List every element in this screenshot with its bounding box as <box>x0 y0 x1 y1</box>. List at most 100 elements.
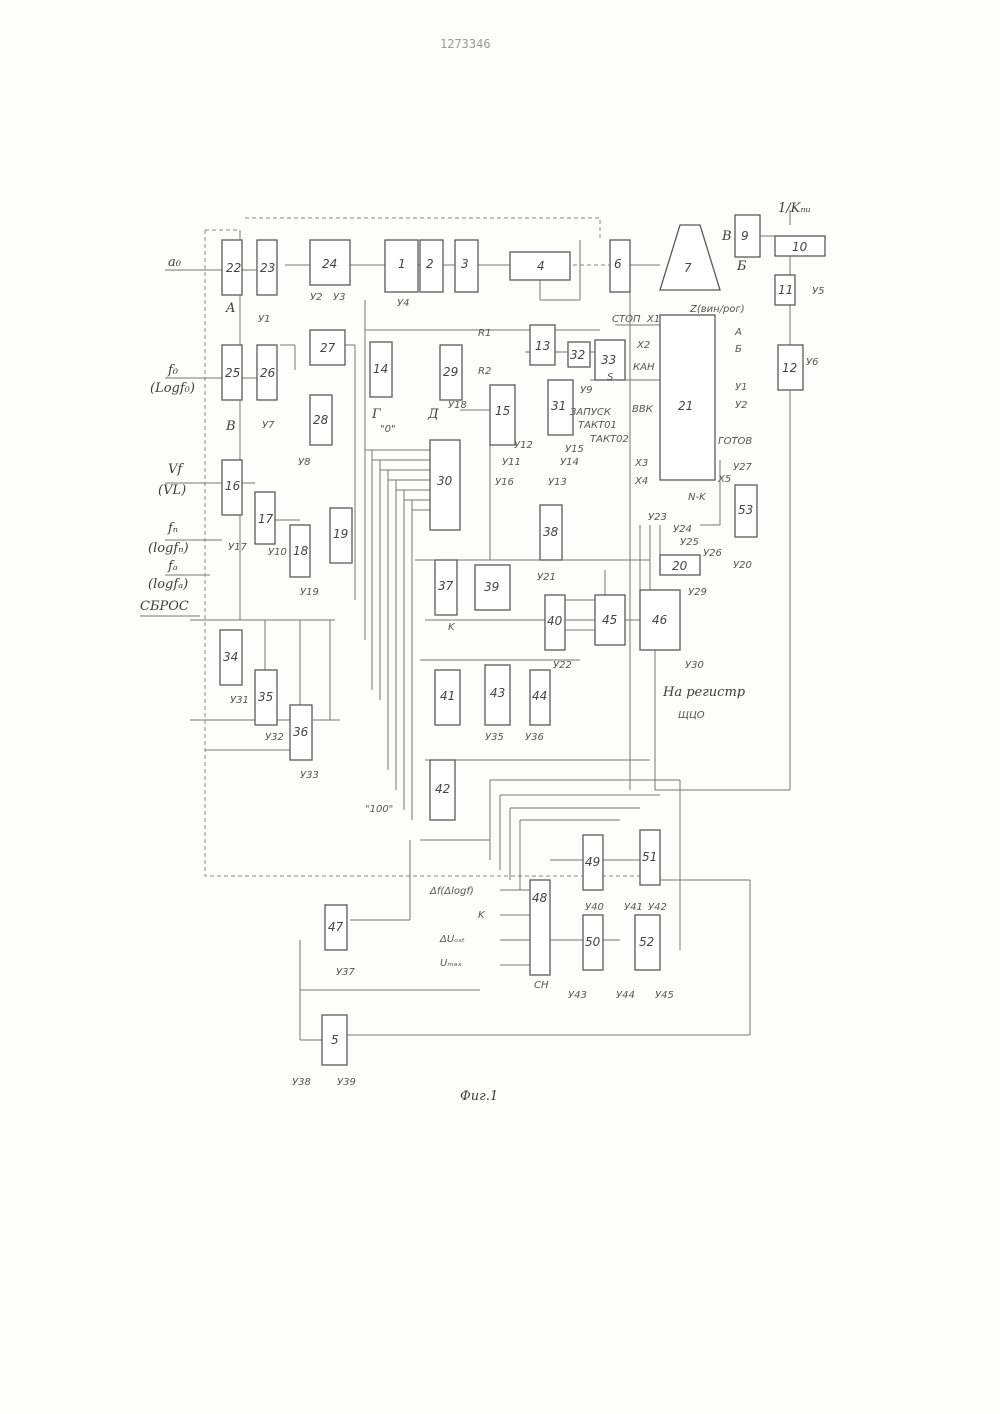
block-27-label: 27 <box>320 341 336 355</box>
block-16-label: 16 <box>225 479 241 493</box>
block-40-label: 40 <box>547 614 563 628</box>
block-13-label: 13 <box>535 339 550 353</box>
block-20-label: 20 <box>672 559 688 573</box>
block-41-label: 41 <box>440 689 455 703</box>
port-zapusk: ЗАПУСК <box>570 407 612 418</box>
block-14-label: 14 <box>373 362 388 376</box>
ctrl-u30: У30 <box>685 660 704 671</box>
ctrl-u45: У45 <box>655 990 674 1001</box>
block-1-label: 1 <box>398 257 406 271</box>
port-takt1: ТАКТ01 <box>578 420 617 431</box>
block-46-label: 46 <box>652 613 668 627</box>
ctrl-u32: У32 <box>265 732 284 743</box>
block-38-label: 38 <box>543 525 559 539</box>
block-35-label: 35 <box>258 690 273 704</box>
label-v: В <box>721 229 732 244</box>
block-22-label: 22 <box>226 261 241 275</box>
ctrl-u4: У4 <box>397 298 409 309</box>
label-k: K <box>448 622 456 633</box>
port-b: Б <box>735 344 742 355</box>
ctrl-u38: У38 <box>292 1077 311 1088</box>
port-x2: X2 <box>636 340 650 351</box>
input-vl: (VL) <box>158 483 186 498</box>
port-x3: X3 <box>634 458 648 469</box>
ctrl-u12: У12 <box>514 440 533 451</box>
block-36-label: 36 <box>293 725 309 739</box>
block-15-label: 15 <box>495 404 510 418</box>
ctrl-u7: У7 <box>262 420 275 431</box>
input-delta-u: ΔUₒₛₜ <box>439 934 465 945</box>
port-x1: X1 <box>646 314 660 325</box>
input-delta-f: Δf(Δlogf) <box>429 886 474 897</box>
label-r2: R2 <box>478 366 491 377</box>
port-ready: ГОТОВ <box>718 436 752 447</box>
port-mode: Z(вин/рог) <box>689 304 745 315</box>
ctrl-u19: У19 <box>300 587 319 598</box>
block-17-label: 17 <box>258 512 274 526</box>
label-r1: R1 <box>478 328 491 339</box>
ctrl-u35: У35 <box>485 732 504 743</box>
block-26-label: 26 <box>260 366 276 380</box>
block-52-label: 52 <box>639 935 654 949</box>
block-31-label: 31 <box>551 399 566 413</box>
block-33-label: 33 <box>601 353 616 367</box>
ctrl-u5: У5 <box>812 286 824 297</box>
ctrl-u6: У6 <box>806 357 818 368</box>
ctrl-u3: У3 <box>333 292 345 303</box>
block-12-label: 12 <box>782 361 797 375</box>
block-48-label: 48 <box>532 891 548 905</box>
ctrl-u44: У44 <box>616 990 635 1001</box>
ctrl-u39: У39 <box>337 1077 356 1088</box>
port-takt2: ТАКТ02 <box>590 434 629 445</box>
label-shl: ЩЦО <box>678 710 705 721</box>
input-fn-log: (logfₙ) <box>148 541 189 556</box>
input-a0: a₀ <box>168 255 182 270</box>
block-42-label: 42 <box>435 782 450 796</box>
label-register: На регистр <box>662 685 746 700</box>
input-f0: f₀ <box>167 363 179 378</box>
ctrl-u21: У21 <box>537 572 556 583</box>
label-ch: СН <box>534 980 549 991</box>
block-49-label: 49 <box>585 855 600 869</box>
input-vf: Vf <box>168 462 184 477</box>
label-G: Г <box>371 407 381 422</box>
input-u-max: Uₘₐₓ <box>440 958 462 969</box>
ctrl-u14: У14 <box>560 457 579 468</box>
label-A: A <box>225 301 235 316</box>
label-hundred: "100" <box>365 804 393 815</box>
label-s: S <box>607 372 614 383</box>
ctrl-u20: У20 <box>733 560 752 571</box>
block-45-label: 45 <box>602 613 617 627</box>
block-23-label: 23 <box>260 261 275 275</box>
ctrl-u8: У8 <box>298 457 310 468</box>
label-B: В <box>225 419 236 434</box>
input-k: K <box>478 910 486 921</box>
ctrl-u37: У37 <box>336 967 355 978</box>
port-n-k: N-K <box>688 492 707 503</box>
input-fn: fₙ <box>167 521 178 536</box>
block-19-label: 19 <box>333 527 348 541</box>
ctrl-u17: У17 <box>228 542 247 553</box>
block-53-label: 53 <box>738 503 753 517</box>
block-7-label: 7 <box>684 261 692 275</box>
block-37-label: 37 <box>438 579 454 593</box>
label-D: Д <box>427 407 439 422</box>
block-30-label: 30 <box>437 474 453 488</box>
ctrl-u15: У15 <box>565 444 584 455</box>
ctrl-u40: У40 <box>585 902 604 913</box>
ctrl-u1: У1 <box>258 314 270 325</box>
input-k-nu: 1/Kₙᵤ <box>778 201 811 216</box>
input-fa: fₐ <box>167 559 178 574</box>
port-vvk: ВВК <box>632 404 654 415</box>
block-5-label: 5 <box>331 1033 339 1047</box>
input-f0-log: (Logf₀) <box>150 381 195 396</box>
block-44-label: 44 <box>532 689 547 703</box>
block-6-label: 6 <box>614 257 622 271</box>
block-47-label: 47 <box>328 920 344 934</box>
ctrl-u25: У25 <box>680 537 699 548</box>
ctrl-u36: У36 <box>525 732 544 743</box>
block-50-label: 50 <box>585 935 601 949</box>
port-x5: X5 <box>717 474 731 485</box>
ctrl-u16: У16 <box>495 477 514 488</box>
